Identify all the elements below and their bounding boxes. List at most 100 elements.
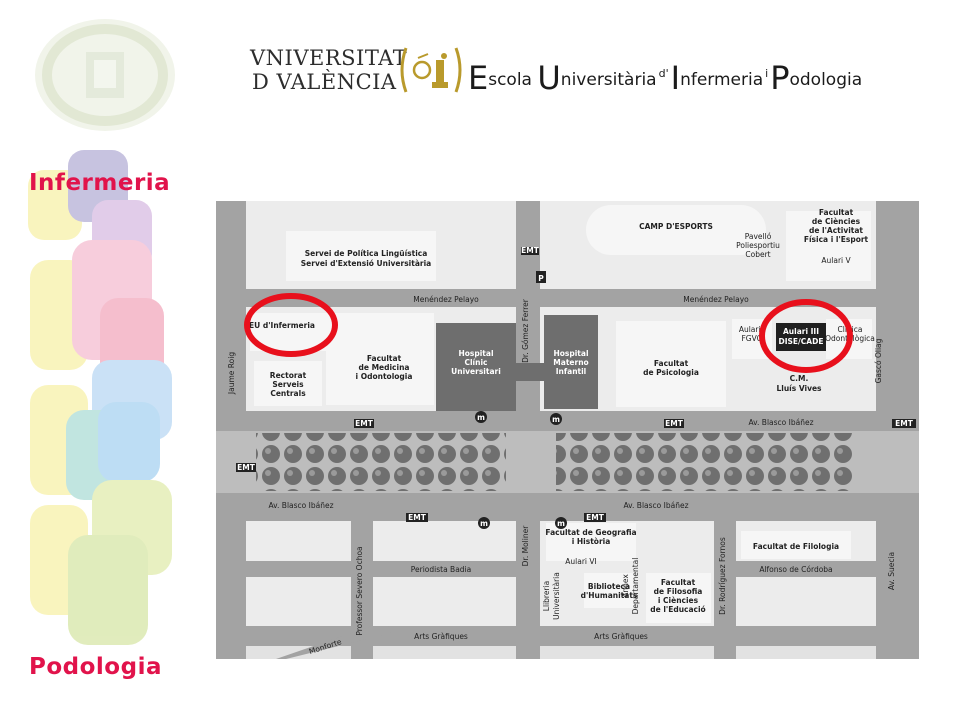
building-facultat-filosofia bbox=[646, 573, 711, 623]
building-facultat-psicologia bbox=[616, 321, 726, 407]
label-facultat-medicina-1: Facultat bbox=[367, 354, 402, 363]
label-facultat-activitat-1: Facultat bbox=[819, 208, 854, 217]
label-annex-1: Annex bbox=[621, 574, 630, 598]
tree-belt-left bbox=[256, 433, 506, 491]
label-rectorat-3: Centrals bbox=[270, 389, 306, 398]
metro-station-icon-3: m bbox=[478, 517, 490, 529]
metro-station-icon-4: m bbox=[555, 517, 567, 529]
metro-station-icon: m bbox=[475, 411, 487, 423]
label-gasco-oliag: Gascó Oliag bbox=[874, 338, 883, 383]
building-aulari-iii bbox=[776, 323, 826, 351]
tree-belt-right bbox=[556, 433, 856, 491]
label-rectorat-1: Rectorat bbox=[270, 371, 307, 380]
svg-text:EMT: EMT bbox=[586, 513, 605, 522]
label-menendez-right: Menéndez Pelayo bbox=[683, 295, 749, 304]
svg-text:m: m bbox=[552, 415, 560, 424]
road-rodriguez-fornos bbox=[714, 521, 736, 659]
campus-map: CAMP D'ESPORTS Facultat de Ciències de l… bbox=[216, 201, 919, 659]
label-rodriguez-fornos: Dr. Rodríguez Fornos bbox=[718, 537, 727, 615]
svg-text:m: m bbox=[480, 519, 488, 528]
road-arts-grafiques bbox=[216, 626, 919, 646]
label-aulari-iii-2: DISE/CADE bbox=[779, 337, 824, 346]
road-jaume-roig bbox=[216, 201, 246, 659]
emt-stop-bottom-mid: EMT bbox=[584, 513, 606, 522]
parking-icon: P bbox=[536, 271, 546, 283]
label-filosofia-2: de Filosofia bbox=[654, 587, 703, 596]
emt-stop-top: EMT bbox=[521, 246, 540, 255]
label-facultat-activitat-3: de l'Activitat bbox=[809, 226, 863, 235]
camp-esports-field bbox=[586, 205, 766, 255]
label-hospital-clinic-1: Hospital bbox=[458, 349, 493, 358]
emt-stop-mid: EMT bbox=[664, 419, 684, 428]
label-servei-1: Servei de Política Lingüística bbox=[305, 249, 428, 258]
university-name-line1: VNIVERSITAT bbox=[250, 46, 408, 70]
label-facultat-activitat-4: Física i l'Esport bbox=[804, 235, 869, 244]
label-hospital-clinic-3: Universitari bbox=[451, 367, 501, 376]
road-monforte bbox=[276, 621, 391, 659]
svg-text:EMT: EMT bbox=[237, 463, 256, 472]
label-annex-2: Departamental bbox=[631, 558, 640, 615]
svg-text:EMT: EMT bbox=[665, 419, 684, 428]
label-dr-moliner: Dr. Moliner bbox=[521, 525, 530, 567]
svg-text:m: m bbox=[557, 519, 565, 528]
emt-stop-center: EMT bbox=[354, 419, 374, 428]
label-facultat-activitat-2: de Ciències bbox=[812, 217, 861, 226]
building-servei-politica bbox=[286, 231, 436, 281]
label-facultat-psicologia-2: de Psicologia bbox=[643, 368, 699, 377]
road-severo-ochoa bbox=[351, 521, 373, 659]
label-aulari-iii-1: Aulari III bbox=[783, 327, 819, 336]
label-hospital-materno-3: Infantil bbox=[556, 367, 587, 376]
svg-text:EMT: EMT bbox=[408, 513, 427, 522]
emt-stop-right: EMT bbox=[892, 419, 916, 428]
road-gomez-ferrer-moliner bbox=[516, 201, 540, 659]
highlight-aulari-iii bbox=[759, 299, 853, 373]
label-servei-2: Servei d'Extensió Universitària bbox=[301, 259, 431, 268]
label-biblioteca-1: Biblioteca bbox=[588, 582, 630, 591]
label-blasco-center: Av. Blasco Ibáñez bbox=[623, 501, 688, 510]
university-seal-watermark bbox=[35, 19, 175, 131]
svg-text:P: P bbox=[538, 274, 544, 283]
label-severo-ochoa: Professor Severo Ochoa bbox=[355, 546, 364, 635]
label-facultat-medicina-3: i Odontologia bbox=[356, 372, 413, 381]
label-alfonso-cordoba: Alfonso de Córdoba bbox=[759, 565, 832, 574]
metro-station-icon-2: m bbox=[550, 413, 562, 425]
label-eu-infermeria: EU d'Infermeria bbox=[249, 321, 315, 330]
university-logo-text: VNIVERSITAT D VALÈNCIA bbox=[250, 46, 407, 94]
podologia-label: Podologia bbox=[29, 654, 162, 680]
svg-text:EMT: EMT bbox=[355, 419, 374, 428]
emt-stop-bottom-left: EMT bbox=[406, 513, 428, 522]
highlight-eu-infermeria bbox=[244, 293, 338, 357]
label-filologia: Facultat de Filologia bbox=[753, 542, 839, 551]
decorative-color-tiles bbox=[28, 150, 172, 645]
building-rectorat bbox=[254, 361, 322, 406]
label-suecia: Av. Suecia bbox=[887, 552, 896, 590]
label-menendez-left: Menéndez Pelayo bbox=[413, 295, 479, 304]
svg-text:EMT: EMT bbox=[895, 419, 914, 428]
building-facultat-medicina bbox=[326, 313, 434, 405]
svg-text:m: m bbox=[477, 413, 485, 422]
label-pavello-2: Poliesportiu bbox=[736, 241, 780, 250]
building-facultat-geografia bbox=[546, 523, 636, 561]
label-aulari-vi: Aulari VI bbox=[565, 557, 596, 566]
emt-stop-left: EMT bbox=[236, 463, 256, 472]
label-facultat-medicina-2: de Medicina bbox=[359, 363, 410, 372]
label-biblioteca-2: d'Humanitats bbox=[581, 591, 638, 600]
label-cm-1: C.M. bbox=[790, 374, 809, 383]
building-facultat-filologia bbox=[741, 531, 851, 559]
label-blasco-left: Av. Blasco Ibáñez bbox=[268, 501, 333, 510]
road-gasco-oliag bbox=[876, 201, 919, 659]
university-name-line2: D VALÈNCIA bbox=[252, 70, 397, 94]
label-arts-grafiques-left: Arts Gràfiques bbox=[414, 632, 468, 641]
label-hospital-materno-1: Hospital bbox=[553, 349, 588, 358]
label-pavello-1: Pavelló bbox=[745, 232, 772, 241]
building-hospital-clinic bbox=[436, 323, 516, 411]
label-filosofia-4: de l'Educació bbox=[650, 605, 705, 614]
infermeria-label: Infermeria bbox=[29, 170, 171, 196]
label-arts-grafiques-right: Arts Gràfiques bbox=[594, 632, 648, 641]
label-geografia-1: Facultat de Geografia bbox=[545, 528, 636, 537]
building-facultat-activitat bbox=[786, 211, 871, 281]
school-emblem-icon bbox=[400, 47, 462, 93]
label-gomez-ferrer: Dr. Gómez Ferrer bbox=[521, 298, 530, 363]
svg-text:EMT: EMT bbox=[521, 246, 540, 255]
